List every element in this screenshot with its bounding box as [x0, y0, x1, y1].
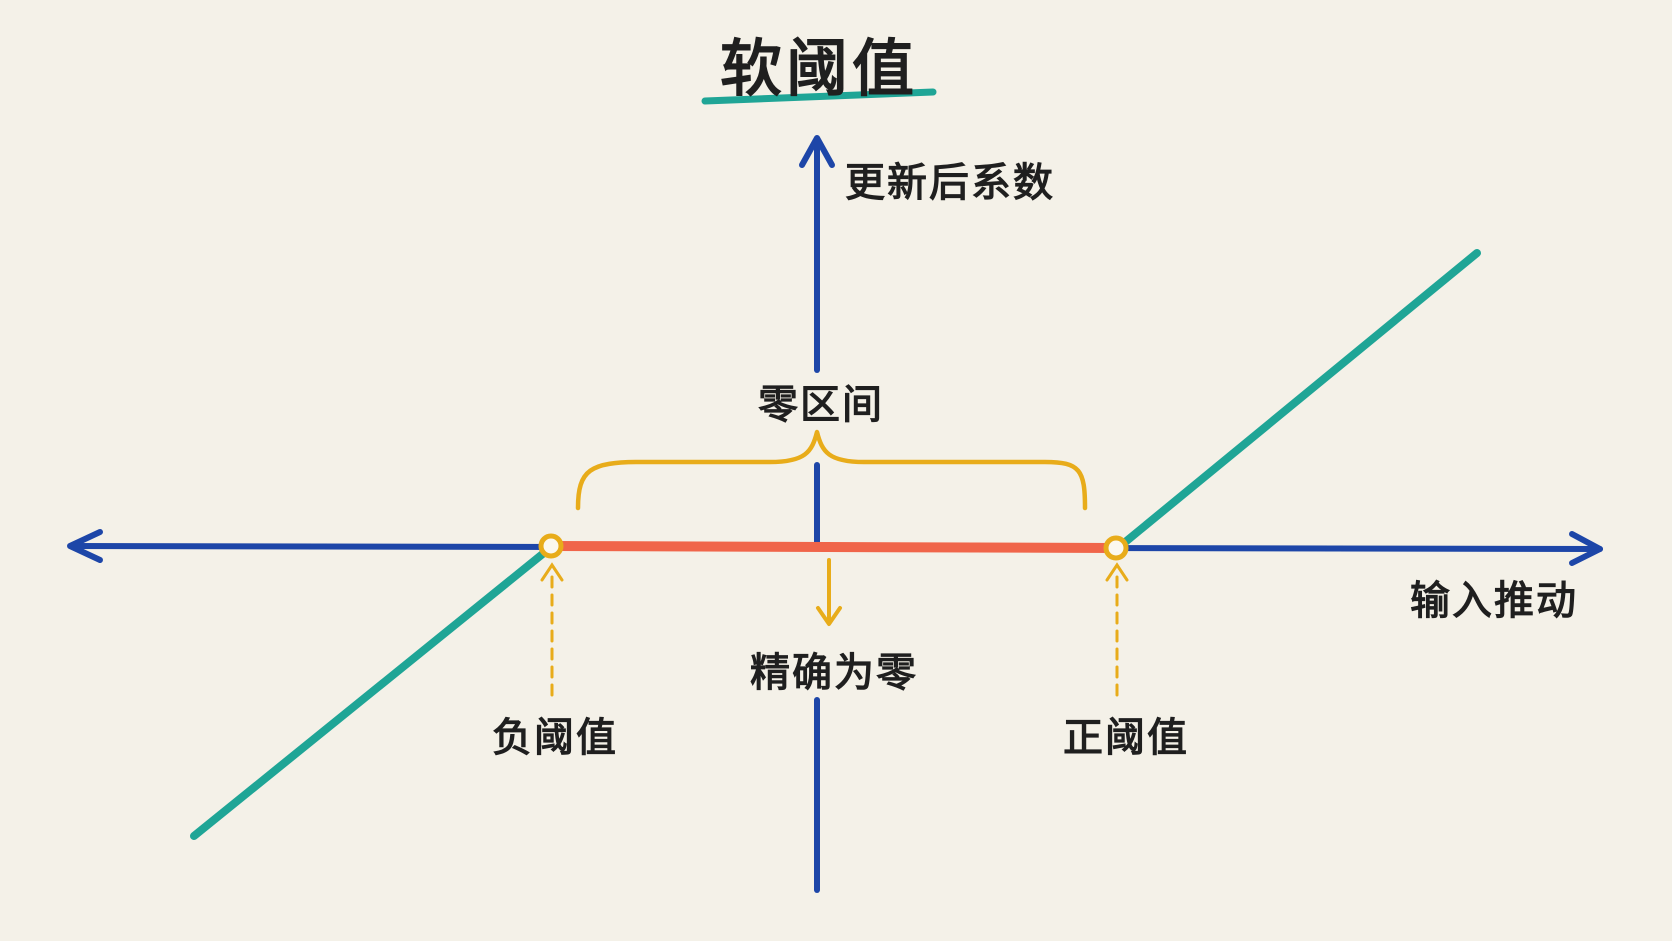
exactly-zero-arrow — [816, 558, 842, 626]
x-axis-left-arrowhead — [67, 529, 103, 563]
positive-threshold-label: 正阈值 — [1063, 715, 1189, 761]
x-axis-label: 输入推动 — [1410, 578, 1578, 624]
title-underline — [701, 88, 937, 105]
y-axis-arrowhead — [799, 135, 835, 168]
zero-segment-line — [547, 541, 1120, 553]
positive-threshold-pointer — [1105, 562, 1129, 697]
y-axis-label: 更新后系数 — [845, 160, 1055, 206]
negative-threshold-pointer — [540, 562, 564, 697]
negative-threshold-label: 负阈值 — [492, 715, 618, 761]
positive-threshold-marker — [1103, 535, 1129, 561]
negative-branch-line — [190, 544, 554, 840]
diagram-title: 软阈值 — [720, 32, 919, 105]
zero-zone-label: 零区间 — [758, 382, 884, 428]
exactly-zero-label: 精确为零 — [750, 650, 918, 696]
y-axis — [799, 135, 835, 893]
positive-branch-line — [1114, 249, 1481, 552]
x-axis-right-arrowhead — [1569, 531, 1603, 566]
negative-threshold-marker — [538, 533, 564, 559]
zero-zone-brace — [575, 429, 1088, 511]
